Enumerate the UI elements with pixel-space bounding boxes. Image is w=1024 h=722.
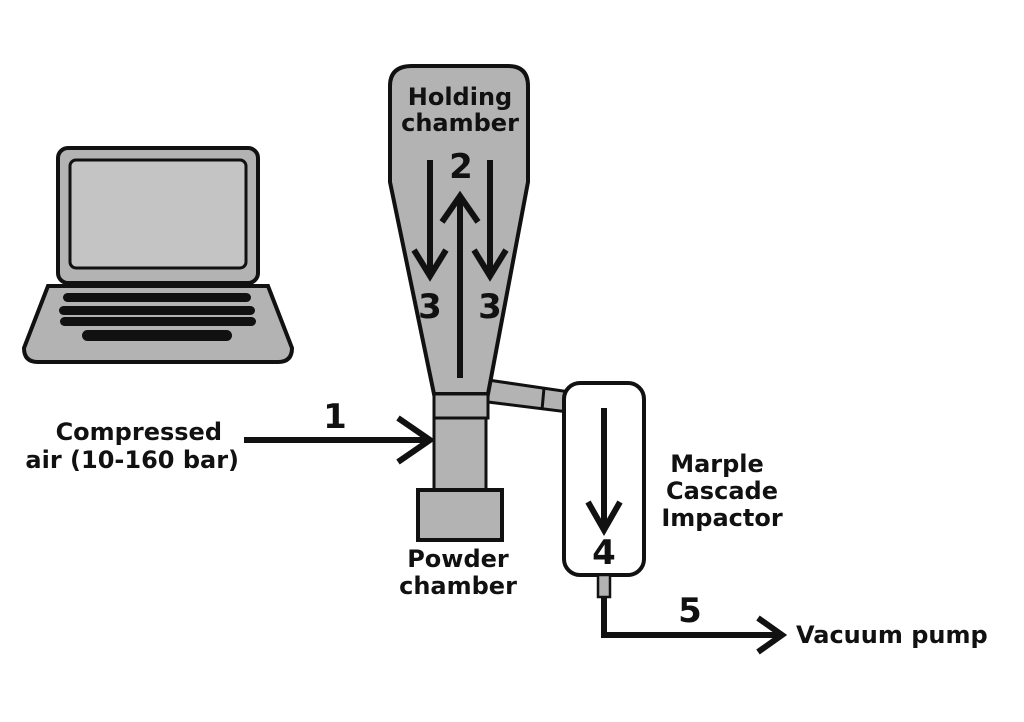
- step-5-number: 5: [678, 591, 702, 631]
- compressed-air-label-line1: Compressed: [56, 418, 222, 446]
- compressed-air-arrowhead: [396, 415, 436, 465]
- powder-chamber: [416, 488, 504, 542]
- laptop-icon: [21, 146, 295, 364]
- step-4-number: 4: [592, 533, 616, 573]
- step-1-number: 1: [323, 397, 347, 437]
- connector-tube: [486, 378, 572, 414]
- step-3-right-number: 3: [478, 287, 502, 327]
- vacuum-arrowhead: [756, 615, 788, 655]
- step-2-number: 2: [449, 147, 473, 187]
- marple-label-line1: Marple: [670, 450, 764, 478]
- powder-chamber-label-line2: chamber: [399, 572, 517, 600]
- marple-label-line2: Cascade: [666, 477, 778, 505]
- step-3-left-number: 3: [418, 287, 442, 327]
- compressed-air-label-line2: air (10-160 bar): [25, 446, 239, 474]
- powder-chamber-label-line1: Powder: [407, 545, 509, 573]
- impactor-outlet: [596, 573, 612, 599]
- marple-label-line3: Impactor: [661, 504, 783, 532]
- holding-chamber-label-line2: chamber: [401, 109, 519, 137]
- vacuum-pump-label: Vacuum pump: [796, 621, 988, 649]
- holding-chamber-label-line1: Holding: [408, 83, 512, 111]
- chamber-neck-ring: [432, 392, 490, 420]
- vacuum-line: [601, 597, 780, 638]
- flow-arrows: [411, 160, 623, 537]
- chamber-neck: [432, 416, 488, 492]
